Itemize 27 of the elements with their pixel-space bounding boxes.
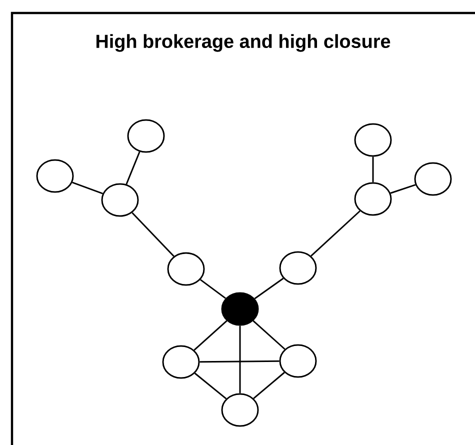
edge-line	[254, 278, 284, 300]
edge-line	[239, 326, 241, 394]
node-circle	[36, 159, 74, 193]
edge-line	[200, 279, 226, 299]
edge-line	[252, 320, 286, 350]
node-circle	[221, 393, 259, 427]
edge-line	[372, 156, 374, 182]
edge-line	[200, 360, 280, 363]
edge-line	[390, 184, 416, 194]
node-circle	[354, 182, 392, 216]
node-dot	[221, 292, 259, 326]
edge-line	[126, 151, 140, 185]
edge-line	[310, 210, 360, 257]
node-circle	[162, 345, 200, 379]
edge-line	[194, 320, 228, 351]
title: High brokerage and high closure	[96, 34, 390, 52]
edge-line	[132, 212, 174, 257]
node-circle	[167, 252, 205, 286]
edge-line	[194, 372, 227, 400]
edge-line	[72, 182, 103, 194]
node-circle	[354, 123, 392, 157]
node-circle	[101, 183, 139, 217]
node-circle	[127, 119, 165, 153]
edge-line	[253, 372, 285, 400]
node-circle	[414, 162, 452, 196]
node-circle	[279, 344, 317, 378]
node-circle	[279, 251, 317, 285]
